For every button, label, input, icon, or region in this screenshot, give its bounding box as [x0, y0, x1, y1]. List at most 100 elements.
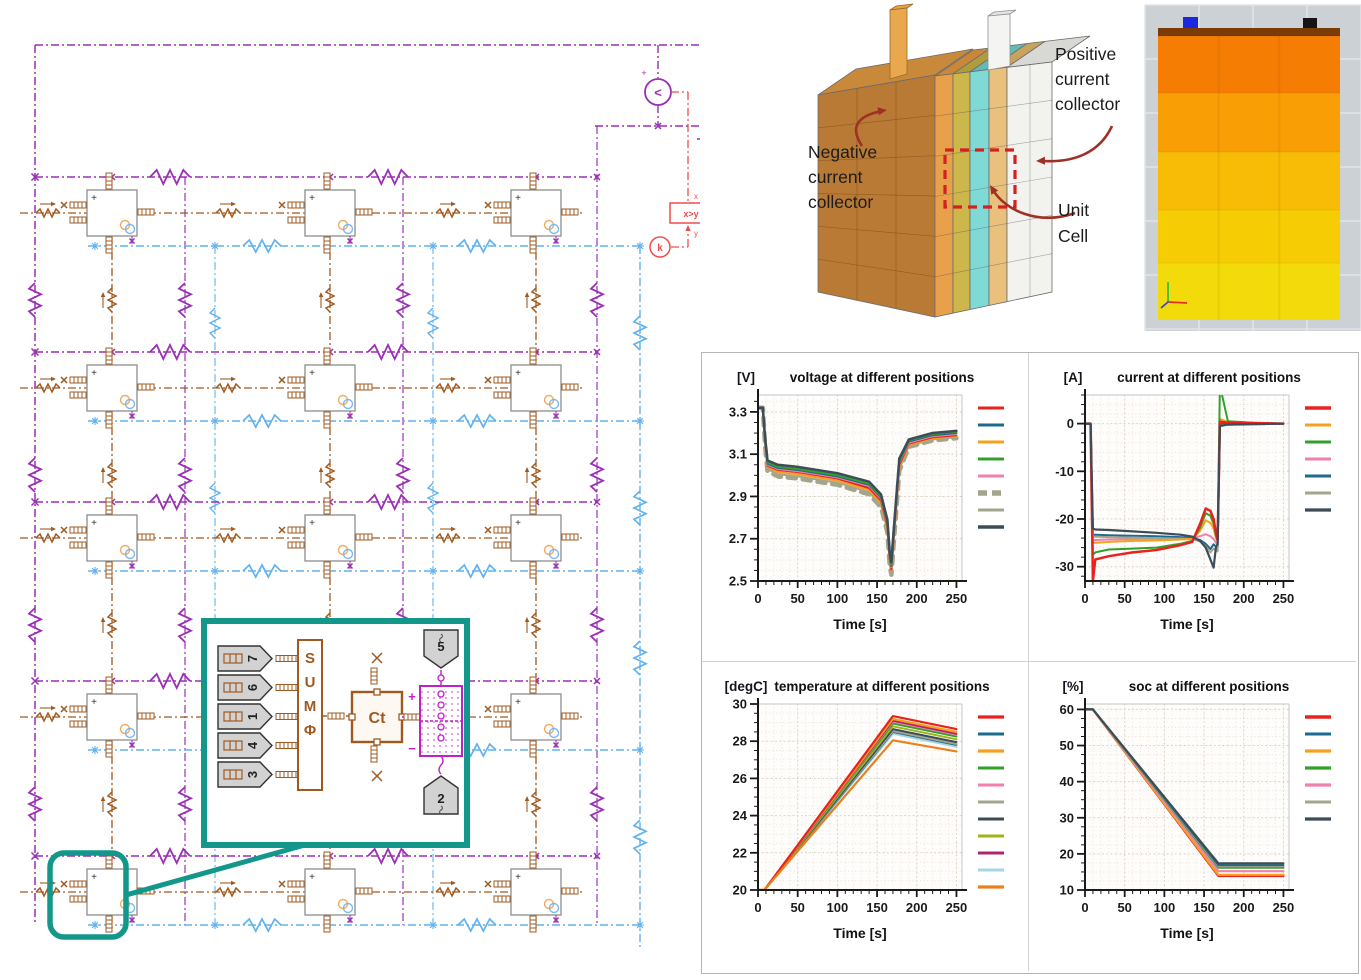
- svg-text:+: +: [515, 697, 521, 708]
- svg-text:Positive: Positive: [1055, 44, 1116, 64]
- ladder-icon: [223, 682, 243, 693]
- svg-text:200: 200: [1233, 591, 1255, 606]
- svg-text:150: 150: [1193, 591, 1215, 606]
- svg-text:Cell: Cell: [1058, 226, 1088, 246]
- svg-text:x>y: x>y: [683, 209, 698, 219]
- constant-block: [649, 236, 671, 258]
- battery-network-schematic: +++++++++++++++<+Ixx>ySTOPky76143SUMΦCt+…: [20, 44, 700, 948]
- resistor-zigzag: [35, 711, 61, 723]
- svg-text:+: +: [309, 518, 315, 529]
- resistor-zigzag: [324, 287, 336, 313]
- junction-x-marker: [593, 173, 601, 181]
- junction-x-marker: [128, 562, 136, 570]
- svg-text:50: 50: [790, 591, 804, 606]
- ladder-icon: [223, 711, 243, 722]
- junction-x-marker: [593, 498, 601, 506]
- chart-legend: [978, 406, 1004, 529]
- arrow-head-icon: [451, 376, 456, 382]
- junction-x-marker: [654, 122, 662, 130]
- chart-title: current at different positions: [1117, 370, 1301, 385]
- svg-text:0: 0: [754, 900, 761, 915]
- svg-text:4: 4: [245, 741, 260, 749]
- arrow-head-icon: [524, 467, 530, 472]
- svg-text:+: +: [309, 193, 315, 204]
- resistor-zigzag: [26, 786, 44, 822]
- junction-star-marker: [636, 242, 644, 250]
- resistor-zigzag: [530, 612, 542, 638]
- junction-x-marker: [128, 741, 136, 749]
- svg-text:+: +: [91, 193, 97, 204]
- chart-legend: [1305, 715, 1331, 821]
- highlighted-cell-outline: [47, 850, 129, 940]
- input-tag: [217, 703, 273, 730]
- junction-star-marker: [211, 417, 219, 425]
- junction-x-marker: [128, 412, 136, 420]
- block-icon: [342, 223, 354, 235]
- resistor-zigzag: [367, 492, 409, 512]
- cell-block: +: [60, 676, 155, 758]
- positive-tab: [1303, 18, 1317, 30]
- junction-x-marker: [128, 237, 136, 245]
- junction-x-marker: [30, 851, 40, 861]
- junction-star-marker: [91, 921, 99, 929]
- resistor-zigzag: [215, 886, 241, 898]
- svg-text:22: 22: [733, 845, 747, 860]
- junction-x-marker: [278, 201, 286, 209]
- series-group: [758, 405, 959, 577]
- junction-x-marker: [30, 347, 40, 357]
- junction-x-marker: [60, 376, 68, 384]
- svg-text:50: 50: [1117, 900, 1131, 915]
- resistor-zigzag: [149, 342, 191, 362]
- chart-unit: [V]: [737, 370, 755, 385]
- negative-tab: [1183, 17, 1198, 30]
- svg-text:+: +: [515, 872, 521, 883]
- cell-block-body: [510, 514, 562, 562]
- junction-star-marker: [429, 417, 437, 425]
- junction-x-marker: [484, 376, 492, 384]
- junction-x-marker: [128, 916, 136, 924]
- block-icon: [548, 223, 560, 235]
- svg-text:+: +: [408, 689, 416, 704]
- arrow-head-icon: [51, 201, 56, 207]
- junction-star-marker: [429, 567, 437, 575]
- svg-text:150: 150: [866, 591, 888, 606]
- resistor-zigzag: [530, 287, 542, 313]
- svg-text:+: +: [515, 193, 521, 204]
- chart-xlabel: Time [s]: [833, 616, 886, 632]
- junction-star-marker: [636, 746, 644, 754]
- cell-block: +: [278, 347, 373, 429]
- junction-x-marker: [278, 376, 286, 384]
- block-icon: [342, 902, 354, 914]
- block-icon: [124, 727, 136, 739]
- junction-x-marker: [371, 770, 383, 782]
- junction-star-marker: [211, 921, 219, 929]
- resistor-zigzag: [26, 282, 44, 318]
- resistor-zigzag: [632, 490, 648, 526]
- cell-block: +: [278, 851, 373, 933]
- junction-star-marker: [429, 921, 437, 929]
- output-tag: [423, 775, 459, 815]
- svg-text:+: +: [91, 518, 97, 529]
- battery-top-edge: [1158, 28, 1340, 37]
- svg-text:250: 250: [1273, 591, 1295, 606]
- svg-text:200: 200: [906, 591, 928, 606]
- cell-block: +: [278, 172, 373, 254]
- resistor-zigzag: [588, 607, 606, 643]
- data-series-series-3: [1085, 395, 1285, 556]
- junction-x-marker: [278, 880, 286, 888]
- comparator-block: [669, 202, 700, 224]
- junction-x-marker: [60, 526, 68, 534]
- sum-block: [297, 639, 323, 791]
- svg-text:-20: -20: [1055, 512, 1074, 527]
- junction-star-marker: [91, 417, 99, 425]
- svg-text:100: 100: [1154, 900, 1176, 915]
- junction-x-marker: [593, 348, 601, 356]
- junction-star-marker: [429, 242, 437, 250]
- arrow-head-icon: [318, 292, 324, 297]
- resistor-zigzag: [35, 207, 61, 219]
- svg-text:+: +: [91, 872, 97, 883]
